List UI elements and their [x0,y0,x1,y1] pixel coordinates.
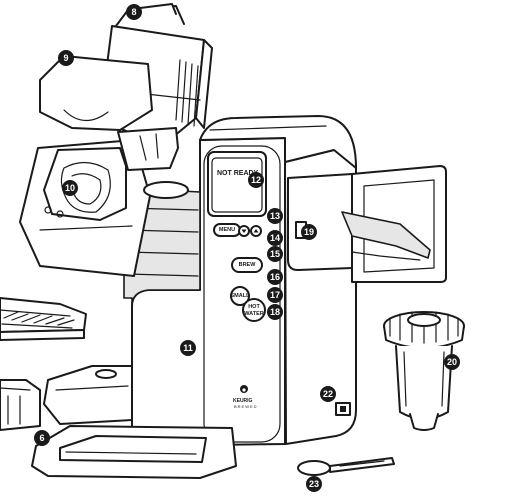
control-panel: NOT READY MENU BREW SMALL HOT WATER KEUR… [207,151,267,409]
svg-text:15: 15 [270,249,280,259]
menu-button-label: MENU [219,227,235,233]
screen-status-text: NOT READY [217,170,259,177]
svg-text:18: 18 [270,307,280,317]
coffee-scoop [297,457,395,476]
callout-11: 11 [180,340,196,356]
callout-9: 9 [58,50,74,66]
svg-text:16: 16 [270,272,280,282]
svg-text:13: 13 [270,211,280,221]
svg-text:12: 12 [251,175,261,185]
svg-text:11: 11 [183,343,193,353]
hot-water-label-2: WATER [244,311,263,317]
callout-12: 12 [248,172,264,188]
callout-18: 18 [267,304,283,320]
svg-text:10: 10 [65,183,75,193]
svg-text:17: 17 [270,290,280,300]
callout-17: 17 [267,287,283,303]
callout-22: 22 [320,386,336,402]
callout-15: 15 [267,246,283,262]
svg-text:9: 9 [63,53,68,63]
hot-water-label-1: HOT [248,304,260,310]
svg-text:6: 6 [39,433,44,443]
chevron-down-icon [241,229,247,233]
svg-text:20: 20 [447,357,457,367]
callout-16: 16 [267,269,283,285]
callout-23: 23 [306,476,322,492]
callout-13: 13 [267,208,283,224]
brew-button-label: BREW [239,262,257,268]
base-left-piece [0,379,41,431]
svg-text:19: 19 [304,227,314,237]
hot-water-button[interactable] [242,298,266,322]
svg-text:22: 22 [323,389,333,399]
svg-text:23: 23 [309,479,319,489]
reservoir-door [287,165,447,283]
reusable-filter [383,311,465,431]
chevron-up-icon [253,229,259,233]
callout-6: 6 [34,430,50,446]
drip-tray-base [31,365,237,479]
brewer-head [19,3,213,277]
callout-20: 20 [444,354,460,370]
svg-text:8: 8 [131,7,136,17]
callout-19: 19 [301,224,317,240]
callout-14: 14 [267,230,283,246]
brew-button[interactable] [231,257,263,273]
small-cup-button-label: SMALL [231,293,251,299]
callout-10: 10 [62,180,78,196]
callout-8: 8 [126,4,142,20]
logo-sub: BREWED [234,404,258,409]
small-cup-button[interactable] [230,286,250,306]
drip-tray-left [0,297,87,341]
brand-logo: KEURIG BREWED [233,385,258,409]
display-screen [207,151,267,217]
svg-text:14: 14 [270,233,280,243]
logo-name: KEURIG [233,398,253,404]
